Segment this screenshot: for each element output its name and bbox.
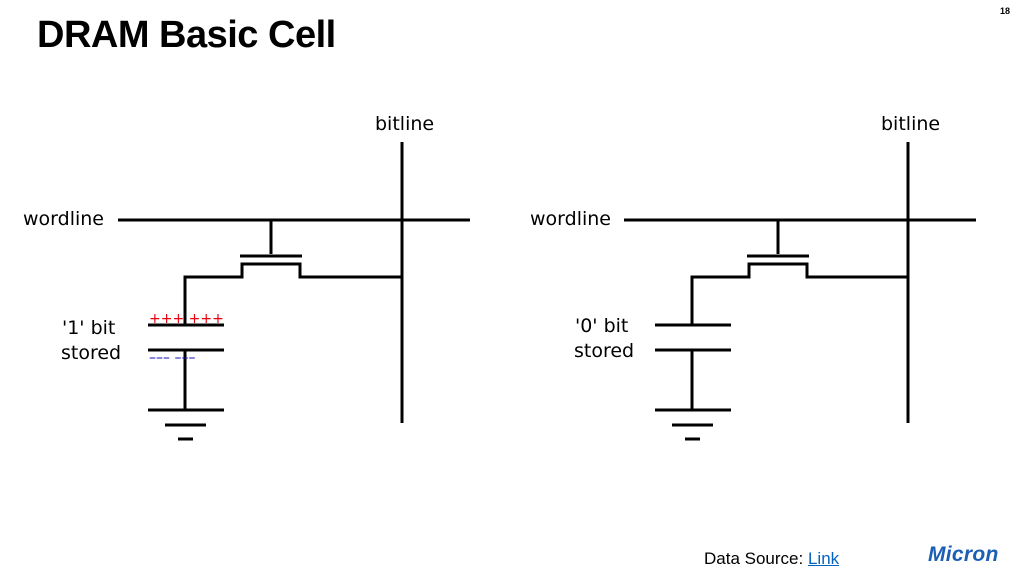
slide-title: DRAM Basic Cell: [37, 14, 336, 56]
bit-state-label-line2: stored: [61, 342, 121, 364]
data-source-label: Data Source:: [704, 549, 804, 568]
micron-logo: Micron: [928, 543, 999, 566]
wordline-label: wordline: [23, 208, 104, 230]
page-number: 18: [999, 6, 1010, 16]
data-source-link[interactable]: Link: [807, 549, 840, 568]
bit-state-label: '0' bit: [575, 315, 628, 337]
dram-cell-zero: [624, 142, 976, 441]
transistor-channel: [183, 262, 402, 325]
transistor-channel: [690, 262, 908, 325]
bit-state-label-line2: stored: [574, 340, 634, 362]
negative-charge: ––– –––: [149, 350, 195, 366]
positive-charge: +++ +++: [149, 311, 224, 327]
wordline-label: wordline: [530, 208, 611, 230]
bitline-label: bitline: [375, 113, 434, 135]
dram-cell-one: [118, 142, 470, 441]
data-source: Data Source: Link: [704, 549, 839, 569]
bit-state-label: '1' bit: [62, 317, 115, 339]
bitline-label: bitline: [881, 113, 940, 135]
